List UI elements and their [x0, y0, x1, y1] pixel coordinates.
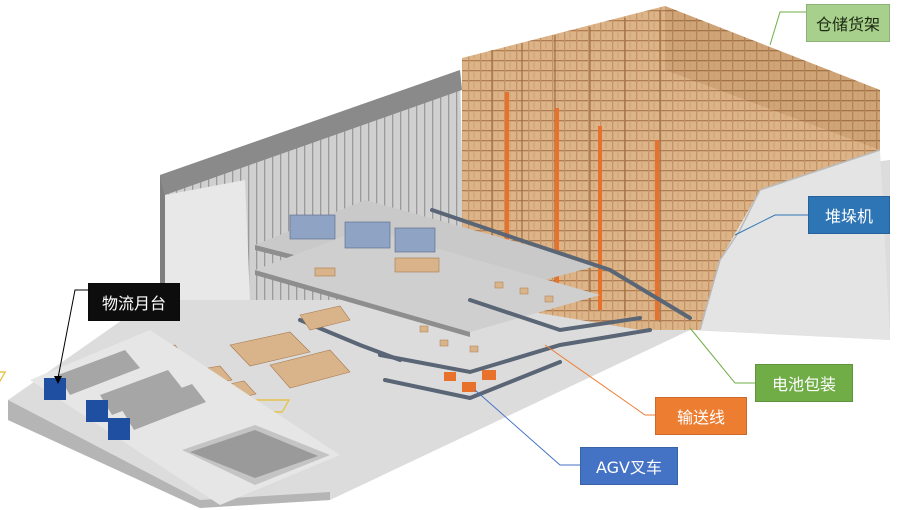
agv-forklift — [444, 372, 456, 381]
callout-line-conveyor — [544, 344, 655, 416]
callout-line-agv — [474, 389, 580, 466]
stacker-crane — [598, 126, 602, 310]
stacker-crane — [655, 140, 659, 320]
agv-forklift-label: AGV叉车 — [580, 447, 678, 485]
callout-lines — [57, 11, 808, 466]
stacker-crane-label: 堆垛机 — [808, 196, 890, 234]
agv-forklift — [482, 370, 496, 380]
stacker-crane — [505, 92, 509, 292]
logistics-dock — [30, 330, 340, 505]
battery-packaging-label: 电池包装 — [755, 364, 853, 402]
stacker-cranes — [505, 92, 659, 320]
truck — [86, 370, 182, 422]
callout-line-battery — [689, 327, 755, 384]
storage-rack-label: 仓储货架 — [806, 4, 890, 42]
truck — [108, 384, 206, 440]
conveyor-cartons — [419, 281, 554, 353]
mezzanine-levels — [255, 200, 600, 337]
callout-line-storage — [769, 11, 806, 46]
callout-line-stacker — [734, 214, 808, 236]
callout-arrow-dock — [54, 376, 62, 384]
conveyor-lines — [298, 208, 692, 401]
stacker-crane — [555, 108, 559, 300]
agv-forklifts — [444, 370, 496, 392]
logistics-dock-label: 物流月台 — [88, 283, 180, 321]
truck — [44, 350, 140, 400]
agv-forklift — [462, 382, 476, 392]
conveyor-line-label: 输送线 — [655, 397, 747, 435]
callout-line-dock — [57, 289, 88, 379]
storage-rack-block — [462, 6, 890, 340]
